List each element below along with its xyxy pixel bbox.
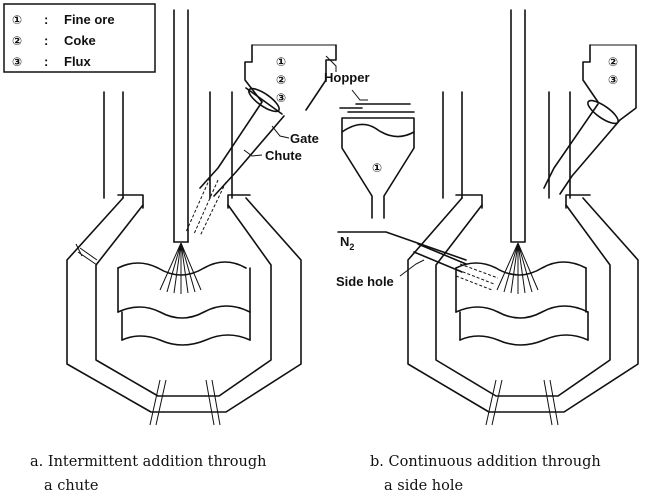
furnace-a-left-stack xyxy=(104,92,123,198)
legend-symbol-2: ② xyxy=(12,34,22,48)
furnace-b-bath-lower xyxy=(460,335,588,345)
furnace-a-flange xyxy=(118,195,250,208)
furnace-b-bath-mid xyxy=(456,306,588,318)
label-hopper: Hopper xyxy=(324,70,370,85)
furnace-a-lance xyxy=(174,10,188,242)
chute-hopper-body xyxy=(245,45,336,110)
side-hopper: ① N2 Side hole xyxy=(336,104,498,290)
furnace-a-jet xyxy=(160,243,201,294)
leader-side-hole xyxy=(400,260,424,276)
furnace-b-jet xyxy=(497,243,538,294)
legend-symbol-3: ③ xyxy=(12,55,22,69)
furnace-b-outer-wall xyxy=(408,198,638,412)
right-chute-tube xyxy=(544,104,620,194)
label-n2: N2 xyxy=(340,234,354,252)
side-hopper-top xyxy=(340,104,414,112)
furnace-b-left-stack xyxy=(443,92,462,198)
furnace-b-right-stack xyxy=(549,92,570,198)
leader-hopper-b xyxy=(352,90,368,100)
legend-symbol-1: ① xyxy=(12,13,22,27)
furnace-a-outer-wall xyxy=(67,198,301,412)
legend-sep-1: : xyxy=(44,12,48,27)
furnace-a-inner-wall xyxy=(96,205,271,396)
side-hole-flow xyxy=(456,264,498,290)
captions: a. Intermittent addition through a chute… xyxy=(30,454,601,494)
label-side-hole: Side hole xyxy=(336,274,394,289)
label-chute: Chute xyxy=(265,148,302,163)
caption-a-line2: a chute xyxy=(44,478,98,494)
furnace-a-bath-top xyxy=(118,262,246,275)
furnace-a-bottom-tuyeres xyxy=(150,380,220,425)
furnace-a-bath-mid xyxy=(118,306,250,318)
legend-text-flux: Flux xyxy=(64,54,91,69)
chute-hopper-marker-3: ③ xyxy=(276,91,286,105)
right-hopper-gate-ring xyxy=(585,97,621,127)
right-hopper-marker-3: ③ xyxy=(608,73,618,87)
legend-text-fine-ore: Fine ore xyxy=(64,12,115,27)
label-n2-sub: 2 xyxy=(349,242,354,252)
label-n2-main: N xyxy=(340,234,349,249)
furnace-a-bath-lower xyxy=(122,335,250,345)
chute-hopper-marker-2: ② xyxy=(276,73,286,87)
furnace-b-lance xyxy=(511,10,525,242)
right-hopper-marker-2: ② xyxy=(608,55,618,69)
side-hopper-marker-1: ① xyxy=(372,161,382,175)
legend-sep-3: : xyxy=(44,54,48,69)
legend-text-coke: Coke xyxy=(64,33,96,48)
legend-sep-2: : xyxy=(44,33,48,48)
side-hopper-fill-line xyxy=(342,124,414,136)
furnace-b-inner-wall xyxy=(436,205,610,396)
legend: ① : Fine ore ② : Coke ③ : Flux xyxy=(4,4,155,72)
furnace-b-bottom-tuyeres xyxy=(486,380,558,425)
caption-a-line1: a. Intermittent addition through xyxy=(30,454,266,470)
chute-hopper-marker-1: ① xyxy=(276,55,286,69)
furnace-b: ② ③ xyxy=(408,10,638,425)
caption-b-line1: b. Continuous addition through xyxy=(370,454,601,470)
furnace-a-right-stack xyxy=(210,92,232,198)
caption-b-line2: a side hole xyxy=(384,478,463,494)
chute-flow xyxy=(186,178,226,236)
label-gate: Gate xyxy=(290,131,319,146)
